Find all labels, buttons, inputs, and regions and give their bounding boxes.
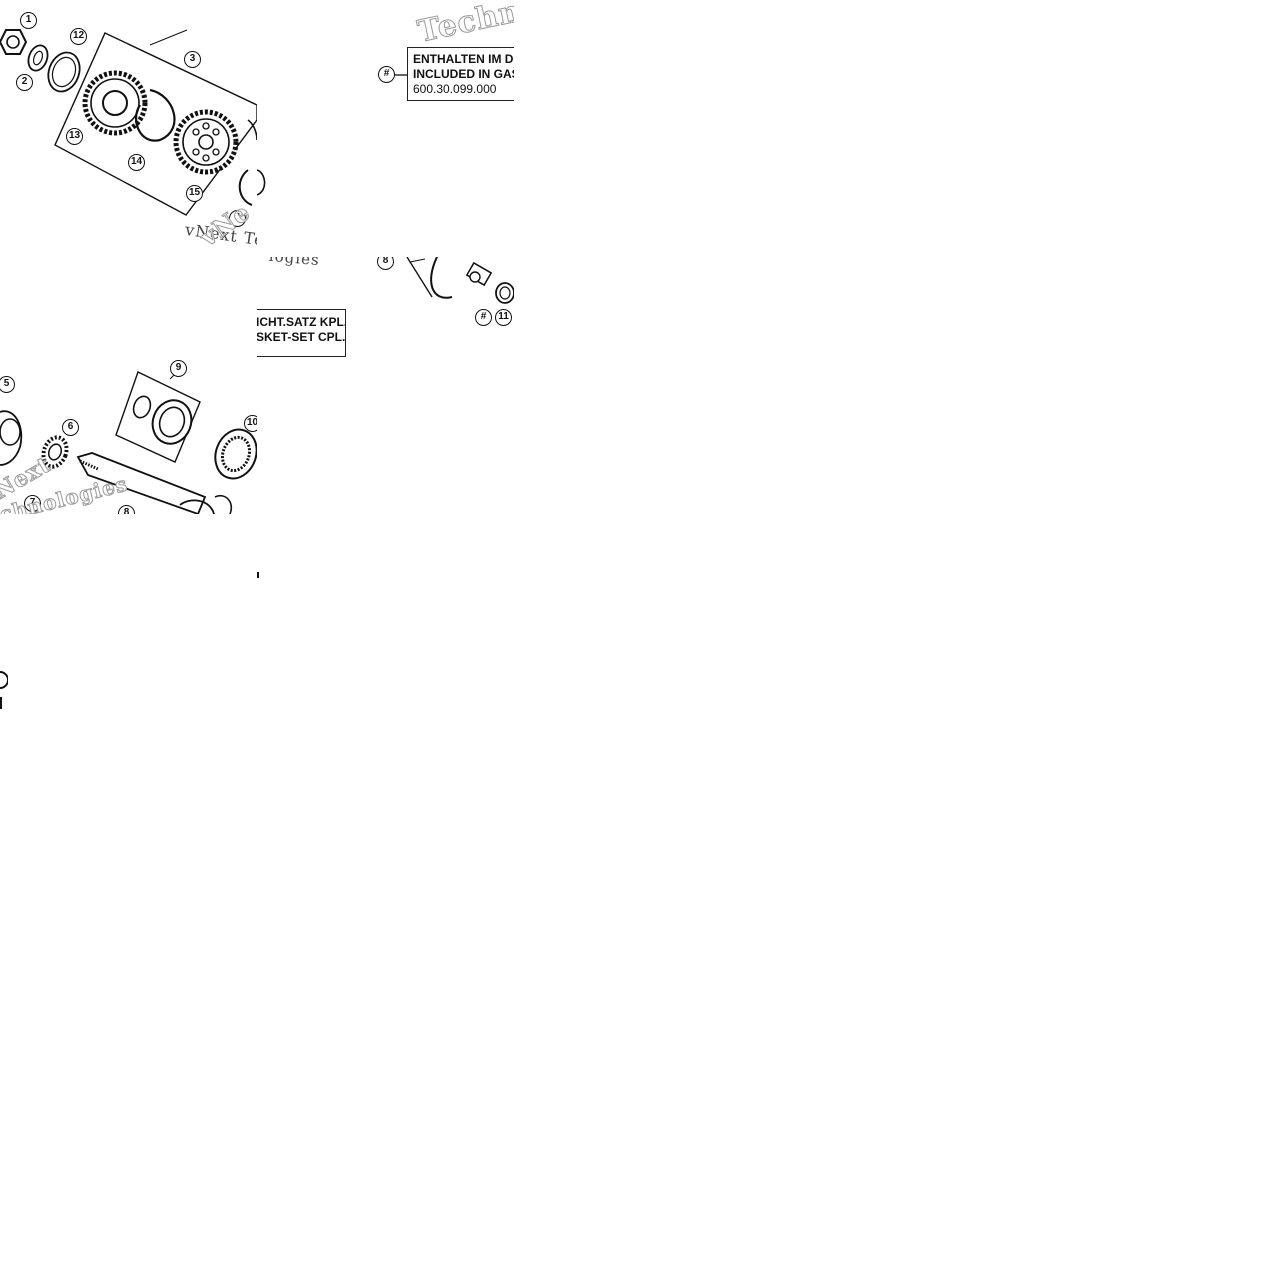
hash-marker: #: [475, 309, 492, 326]
diagram-tile-gears: 1 2 12 3 13 14 15 4 vNext Tec vNe: [0, 0, 257, 257]
callout-8: 8: [377, 257, 394, 270]
callout-9: 9: [170, 360, 187, 377]
callout-11: 11: [495, 309, 512, 326]
diagram-tile-shaft: 5 6 9 10 7 8 Next chnologies: [0, 357, 257, 514]
included-in-gasket-set-note: ENTHALTEN IM DI INCLUDED IN GAS 600.30.0…: [407, 47, 514, 101]
note-part-number: 600.30.099.000: [413, 82, 497, 96]
gasket-set-note-fragment: ICHT.SATZ KPL. SKET-SET CPL.: [257, 309, 346, 357]
callout-6: 6: [62, 419, 79, 436]
note-line-en: INCLUDED IN GAS: [413, 67, 514, 81]
note-line-de: ICHT.SATZ KPL.: [257, 315, 346, 329]
fragment-callout-edge: [0, 671, 8, 711]
callout-5: 5: [0, 376, 15, 393]
note-line-en: SKET-SET CPL.: [257, 330, 346, 344]
diagram-tile-note: Techno # ENTHALTEN IM DI INCLUDED IN GAS…: [257, 0, 514, 257]
callout-10: 10: [244, 415, 257, 432]
hash-marker: #: [378, 66, 395, 83]
callout-13: 13: [66, 128, 83, 145]
diagram-tile-shaft-end: 8 # 11 logies ICHT.SATZ KPL. SKET-SET CP…: [257, 257, 514, 357]
callout-3: 3: [184, 51, 201, 68]
gear-assembly-drawing: [0, 29, 257, 216]
callout-2: 2: [16, 74, 33, 91]
callout-1: 1: [20, 12, 37, 29]
callout-12: 12: [70, 28, 87, 45]
callout-14: 14: [128, 154, 145, 171]
callout-7: 7: [24, 495, 41, 512]
fragment-mark: [257, 572, 259, 578]
callout-15: 15: [186, 185, 203, 202]
note-line-de: ENTHALTEN IM DI: [413, 52, 514, 66]
callout-4: 4: [229, 210, 246, 227]
